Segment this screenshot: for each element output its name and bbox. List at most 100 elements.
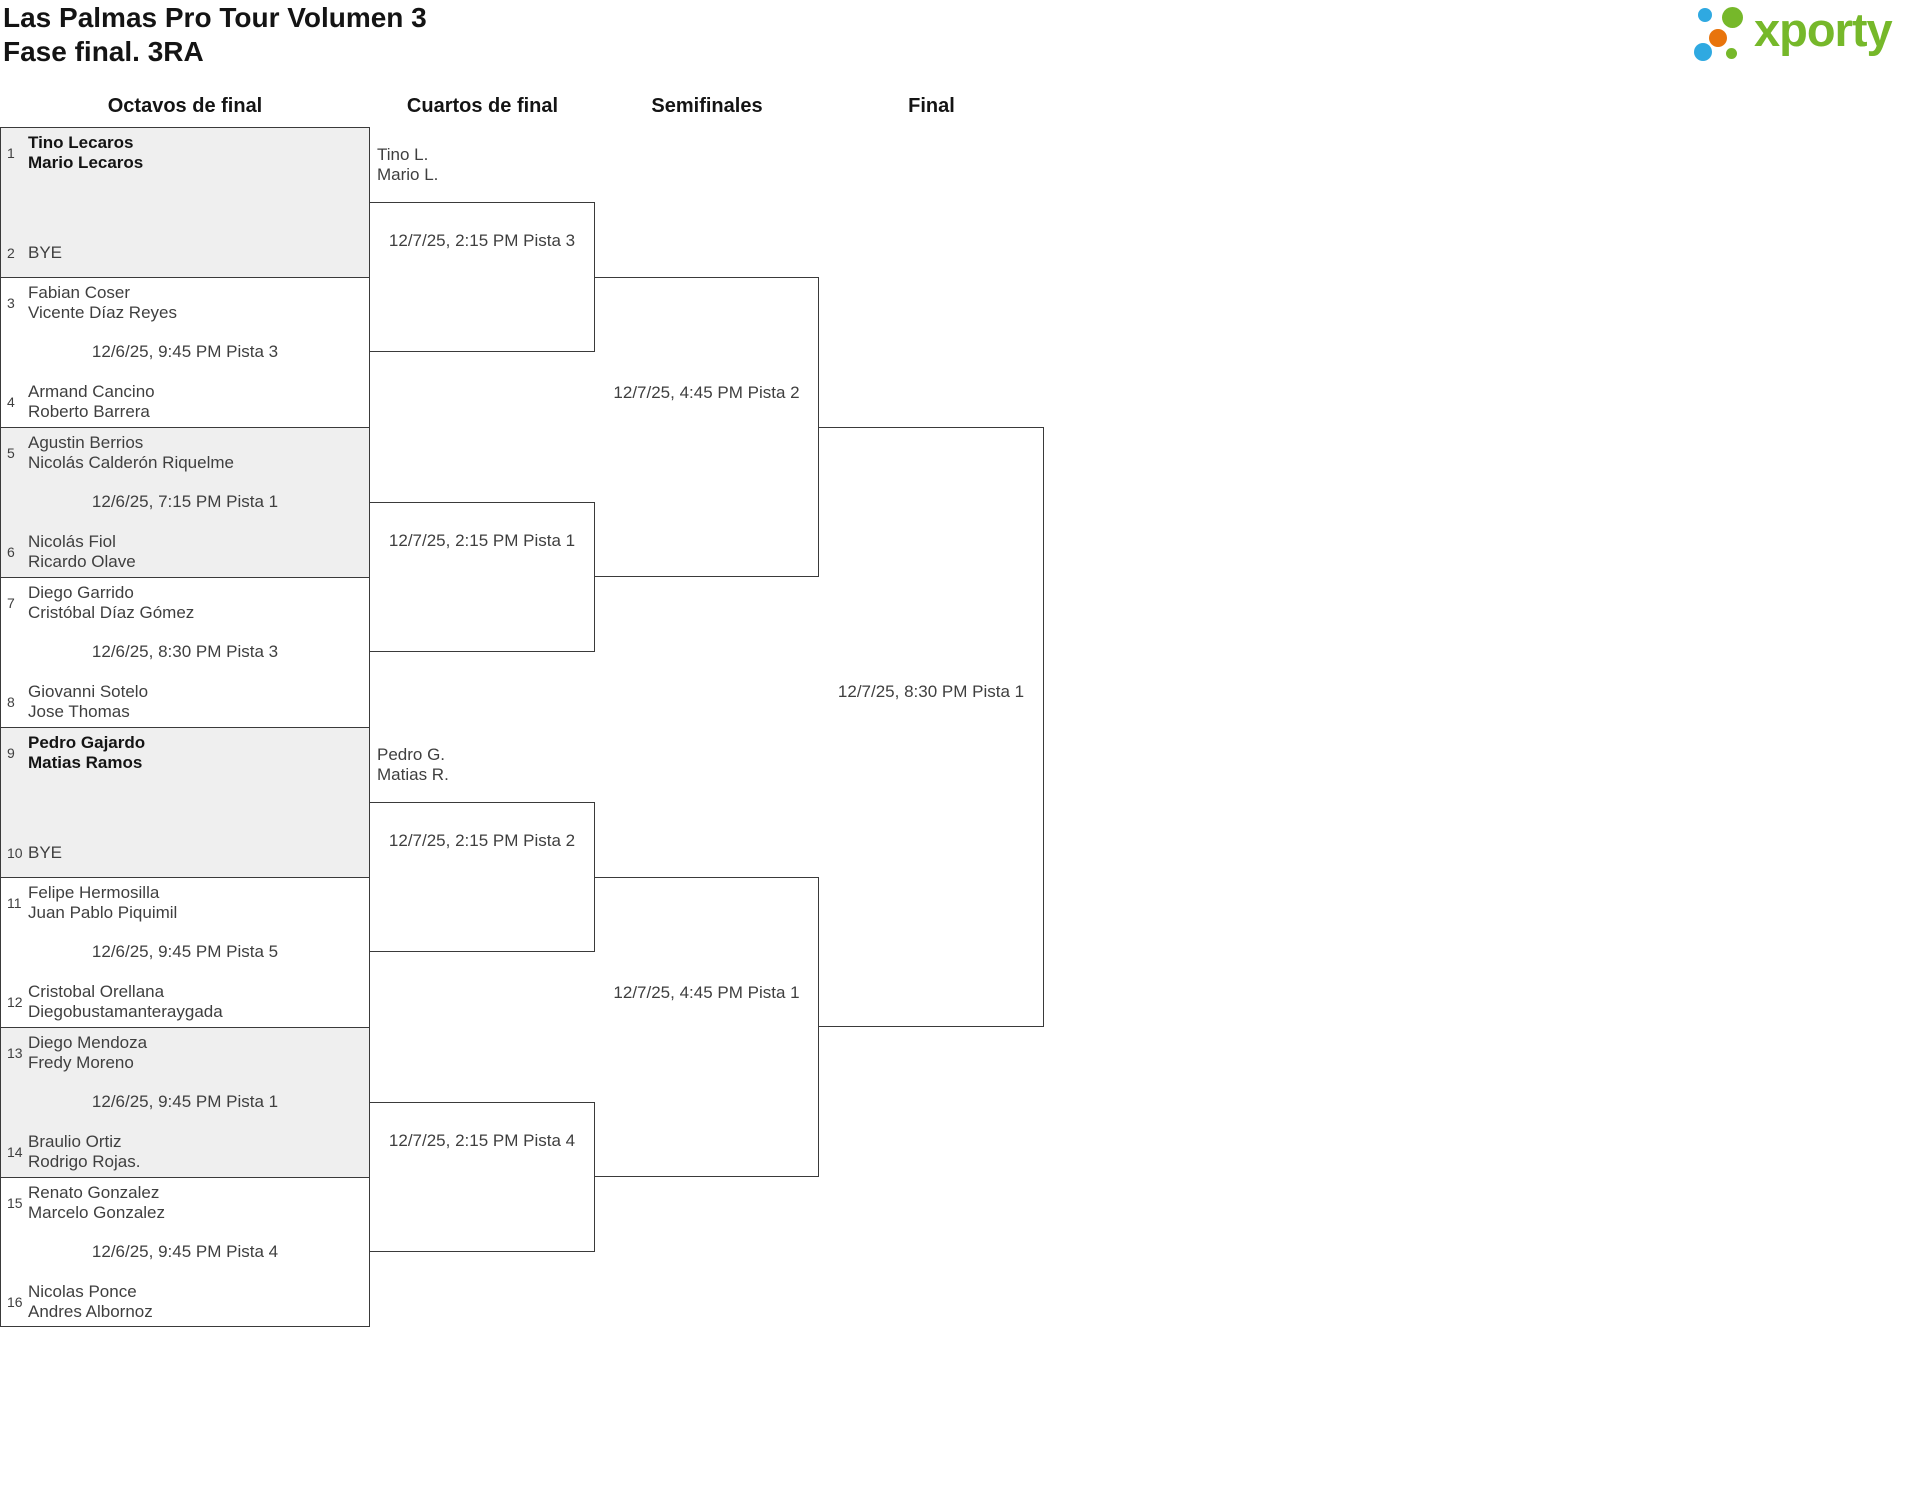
seed-number: 12: [7, 994, 23, 1010]
seed-number: 10: [7, 845, 23, 861]
player-name: Mario L.: [377, 165, 439, 184]
seed-number: 6: [7, 544, 15, 560]
team-entry: 9 Pedro Gajardo Matias Ramos: [1, 733, 363, 773]
player-name: Fredy Moreno: [28, 1053, 134, 1072]
cuartos-match-1[interactable]: 12/7/25, 2:15 PM Pista 3: [370, 202, 595, 352]
bye-label: BYE: [28, 843, 63, 862]
match-time: 12/7/25, 2:15 PM Pista 4: [388, 1131, 576, 1150]
semifinal-match-1[interactable]: 12/7/25, 4:45 PM Pista 2: [595, 277, 819, 577]
player-name: Mario Lecaros: [28, 153, 144, 172]
match-time: 12/6/25, 9:45 PM Pista 4: [91, 1242, 279, 1261]
team-entry: 1 Tino Lecaros Mario Lecaros: [1, 133, 363, 173]
player-name: Giovanni Sotelo: [28, 682, 149, 701]
team-names: Fabian Coser Vicente Díaz Reyes: [28, 283, 177, 323]
seed-number: 14: [7, 1144, 23, 1160]
team-entry: 13 Diego Mendoza Fredy Moreno: [1, 1033, 363, 1073]
team-entry: 11 Felipe Hermosilla Juan Pablo Piquimil: [1, 883, 363, 923]
page-title: Las Palmas Pro Tour Volumen 3 Fase final…: [3, 1, 427, 69]
player-name: Pedro G.: [377, 745, 446, 764]
logo-dot-icon: [1698, 8, 1712, 22]
logo-dot-icon: [1694, 43, 1712, 61]
match-time: 12/7/25, 2:15 PM Pista 1: [388, 531, 576, 550]
octavos-match-4[interactable]: 7 Diego Garrido Cristóbal Díaz Gómez 12/…: [0, 577, 370, 727]
player-name: Nicolás Fiol: [28, 532, 116, 551]
semifinal-match-2[interactable]: 12/7/25, 4:45 PM Pista 1: [595, 877, 819, 1177]
advanced-team-qf3: Pedro G. Matias R.: [377, 745, 449, 785]
bye-entry: 10 BYE: [1, 843, 363, 863]
logo-dot-icon: [1722, 7, 1743, 28]
round-header-octavos: Octavos de final: [107, 95, 263, 117]
final-match[interactable]: 12/7/25, 8:30 PM Pista 1: [819, 427, 1044, 1027]
team-entry: 8 Giovanni Sotelo Jose Thomas: [1, 682, 363, 722]
seed-number: 15: [7, 1195, 23, 1211]
tournament-name: Las Palmas Pro Tour Volumen 3: [3, 2, 427, 33]
seed-number: 13: [7, 1045, 23, 1061]
seed-number: 9: [7, 745, 15, 761]
match-time: 12/7/25, 2:15 PM Pista 2: [388, 831, 576, 850]
seed-number: 11: [7, 895, 22, 911]
player-name: Roberto Barrera: [28, 402, 150, 421]
team-names: BYE: [28, 243, 62, 263]
team-entry: 7 Diego Garrido Cristóbal Díaz Gómez: [1, 583, 363, 623]
team-names: Giovanni Sotelo Jose Thomas: [28, 682, 148, 722]
team-entry: 4 Armand Cancino Roberto Barrera: [1, 382, 363, 422]
player-name: Jose Thomas: [28, 702, 130, 721]
player-name: Fabian Coser: [28, 283, 131, 302]
octavos-match-6[interactable]: 11 Felipe Hermosilla Juan Pablo Piquimil…: [0, 877, 370, 1027]
team-names: Tino Lecaros Mario Lecaros: [28, 133, 143, 173]
octavos-match-3[interactable]: 5 Agustin Berrios Nicolás Calderón Rique…: [0, 427, 370, 577]
octavos-match-2[interactable]: 3 Fabian Coser Vicente Díaz Reyes 12/6/2…: [0, 277, 370, 427]
logo-wordmark: xporty: [1754, 3, 1893, 56]
octavos-match-7[interactable]: 13 Diego Mendoza Fredy Moreno 12/6/25, 9…: [0, 1027, 370, 1177]
player-name: Tino L.: [377, 145, 429, 164]
player-name: Braulio Ortiz: [28, 1132, 122, 1151]
player-name: Ricardo Olave: [28, 552, 136, 571]
bye-label: BYE: [28, 243, 63, 262]
bye-entry: 2 BYE: [1, 243, 363, 263]
seed-number: 5: [7, 445, 15, 461]
team-names: Nicolás Fiol Ricardo Olave: [28, 532, 136, 572]
match-time: 12/6/25, 9:45 PM Pista 3: [91, 342, 279, 361]
octavos-match-8[interactable]: 15 Renato Gonzalez Marcelo Gonzalez 12/6…: [0, 1177, 370, 1327]
team-entry: 12 Cristobal Orellana Diegobustamanteray…: [1, 982, 363, 1022]
team-entry: 16 Nicolas Ponce Andres Albornoz: [1, 1282, 363, 1322]
team-entry: 5 Agustin Berrios Nicolás Calderón Rique…: [1, 433, 363, 473]
player-name: Vicente Díaz Reyes: [28, 303, 177, 322]
octavos-match-1[interactable]: 1 Tino Lecaros Mario Lecaros 2 BYE: [0, 127, 370, 277]
player-name: Matias Ramos: [28, 753, 143, 772]
phase-name: Fase final. 3RA: [3, 36, 204, 67]
player-name: Marcelo Gonzalez: [28, 1203, 166, 1222]
match-time: 12/7/25, 2:15 PM Pista 3: [388, 231, 576, 250]
player-name: Tino Lecaros: [28, 133, 134, 152]
round-header-semifinales: Semifinales: [651, 95, 763, 117]
team-names: Nicolas Ponce Andres Albornoz: [28, 1282, 153, 1322]
xporty-logo[interactable]: xporty: [1686, 0, 1916, 70]
cuartos-match-3[interactable]: 12/7/25, 2:15 PM Pista 2: [370, 802, 595, 952]
player-name: Renato Gonzalez: [28, 1183, 160, 1202]
match-time: 12/6/25, 9:45 PM Pista 1: [91, 1092, 279, 1111]
octavos-match-5[interactable]: 9 Pedro Gajardo Matias Ramos 10 BYE: [0, 727, 370, 877]
player-name: Cristobal Orellana: [28, 982, 165, 1001]
player-name: Diego Mendoza: [28, 1033, 148, 1052]
team-names: Cristobal Orellana Diegobustamanteraygad…: [28, 982, 223, 1022]
team-names: Diego Garrido Cristóbal Díaz Gómez: [28, 583, 194, 623]
player-name: Rodrigo Rojas.: [28, 1152, 141, 1171]
team-names: Pedro Gajardo Matias Ramos: [28, 733, 145, 773]
team-entry: 15 Renato Gonzalez Marcelo Gonzalez: [1, 1183, 363, 1223]
seed-number: 7: [7, 595, 15, 611]
team-names: Felipe Hermosilla Juan Pablo Piquimil: [28, 883, 177, 923]
seed-number: 16: [7, 1294, 23, 1310]
player-name: Andres Albornoz: [28, 1302, 153, 1321]
cuartos-match-4[interactable]: 12/7/25, 2:15 PM Pista 4: [370, 1102, 595, 1252]
player-name: Felipe Hermosilla: [28, 883, 160, 902]
player-name: Diegobustamanteraygada: [28, 1002, 223, 1021]
seed-number: 2: [7, 245, 15, 261]
match-time: 12/7/25, 4:45 PM Pista 1: [613, 983, 800, 1002]
team-names: Braulio Ortiz Rodrigo Rojas.: [28, 1132, 140, 1172]
match-time: 12/6/25, 9:45 PM Pista 5: [91, 942, 279, 961]
cuartos-match-2[interactable]: 12/7/25, 2:15 PM Pista 1: [370, 502, 595, 652]
round-header-cuartos: Cuartos de final: [406, 95, 559, 117]
team-entry: 6 Nicolás Fiol Ricardo Olave: [1, 532, 363, 572]
logo-dot-icon: [1726, 48, 1737, 59]
